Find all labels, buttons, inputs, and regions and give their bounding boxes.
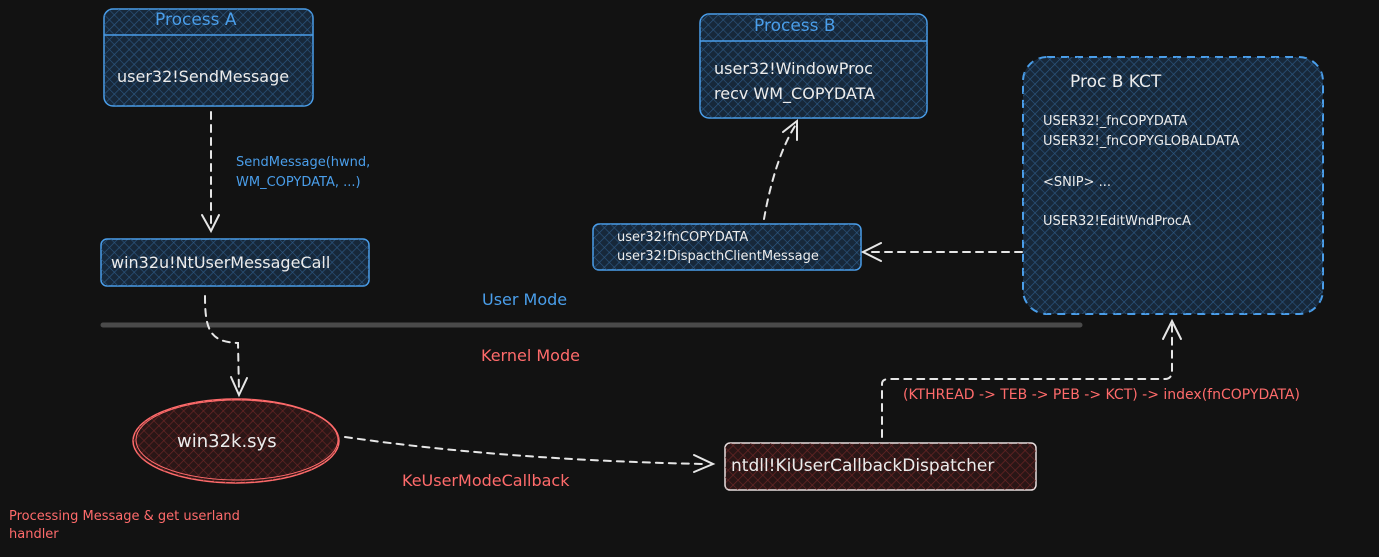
ntusermessagecall-label: win32u!NtUserMessageCall [111, 253, 331, 272]
dispatcher-box [724, 442, 1037, 491]
kct-entry: <SNIP> ... [1043, 175, 1111, 190]
sendmessage-label: SendMessage(hwnd, [236, 155, 371, 170]
process-a-box [103, 8, 314, 107]
arrow-dispatcher-to-kct [881, 323, 1173, 438]
ntusermessagecall-box [100, 238, 370, 287]
win32k-label: win32k.sys [177, 431, 277, 452]
arrowhead-win32k [230, 376, 248, 398]
process-b-box [699, 13, 928, 119]
callback-label: KeUserModeCallback [402, 471, 570, 490]
arrowhead-kct [1162, 318, 1182, 340]
arrow-ntuser-to-win32k [204, 295, 240, 393]
user-mode-label: User Mode [482, 290, 568, 309]
processing-note: Processing Message & get userland [9, 509, 240, 524]
process-b-line2: recv WM_COPYDATA [714, 84, 876, 103]
kct-entry: USER32!_fnCOPYGLOBALDATA [1043, 134, 1240, 149]
process-a-body: user32!SendMessage [117, 67, 290, 86]
arrow-dispatch-to-process-b [763, 125, 796, 220]
dispatch-line2: user32!DispacthClientMessage [617, 249, 819, 264]
dispatcher-label: ntdll!KiUserCallbackDispatcher [731, 456, 995, 476]
kct-title: Proc B KCT [1070, 72, 1162, 92]
dispatch-line1: user32!fnCOPYDATA [617, 230, 749, 245]
arrowhead-dispatcher [693, 454, 716, 473]
kernel-mode-label: Kernel Mode [481, 346, 580, 365]
win32k-ellipse [132, 398, 340, 484]
processing-note: handler [9, 527, 59, 542]
kct-entry: USER32!EditWndProcA [1043, 214, 1191, 229]
kct-path-label: (KTHREAD -> TEB -> PEB -> KCT) -> index(… [903, 387, 1300, 403]
process-a-title: Process A [155, 10, 237, 30]
dispatch-box [592, 223, 862, 271]
arrowhead-ntuser [201, 214, 220, 234]
arrowhead-dispatch [860, 242, 882, 262]
arrow-win32k-to-dispatcher [344, 436, 706, 465]
process-b-line1: user32!WindowProc [714, 59, 873, 78]
kct-entry: USER32!_fnCOPYDATA [1043, 114, 1188, 129]
arrowhead-process-b [782, 118, 798, 141]
kct-box [1022, 56, 1324, 315]
process-b-title: Process B [754, 16, 836, 36]
sendmessage-label: WM_COPYDATA, ...) [236, 175, 361, 190]
